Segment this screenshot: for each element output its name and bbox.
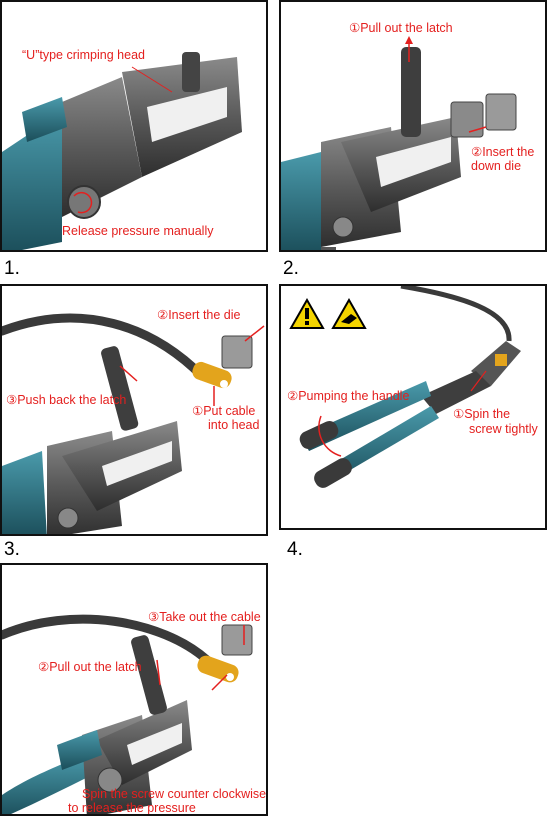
latch-pin xyxy=(101,346,139,431)
release-screw xyxy=(97,767,123,793)
arrow-insert-die xyxy=(244,325,265,342)
crimping-head-slot xyxy=(376,137,451,187)
step-1-illustration xyxy=(2,52,242,250)
arrow-pull-latch xyxy=(156,659,161,686)
release-screw xyxy=(57,507,79,529)
label-release-pressure: to release the pressure xyxy=(68,801,196,815)
leader-line-head xyxy=(131,66,173,93)
die-piece xyxy=(221,335,253,369)
die-piece xyxy=(221,624,253,656)
label-pumping-handle: ②Pumping the handle xyxy=(287,389,410,403)
pump-arrow xyxy=(318,415,342,457)
tool-handle-base xyxy=(2,755,92,814)
tool-teal-cap xyxy=(57,730,102,770)
warning-triangle-icon xyxy=(289,297,325,329)
label-insert-die: ②Insert the die xyxy=(157,308,241,322)
cable xyxy=(2,614,212,665)
down-die-left xyxy=(450,101,484,138)
leader-line-screw xyxy=(470,370,487,392)
arrow-push-latch xyxy=(119,365,138,382)
crimping-head-slot xyxy=(102,441,172,486)
latch-pin-pulled xyxy=(401,47,421,137)
hand-crush-warning-icon xyxy=(331,297,367,329)
grip-lower xyxy=(314,458,352,488)
cable-lug xyxy=(495,354,507,366)
crimping-head-slot xyxy=(127,723,182,765)
label-down-die: down die xyxy=(471,159,522,173)
release-screw xyxy=(332,216,354,238)
label-take-out-cable: ③Take out the cable xyxy=(148,610,261,624)
label-spin-counter-clockwise: Spin the screw counter clockwise xyxy=(82,787,267,801)
label-put-cable: ①Put cable xyxy=(192,404,256,418)
step-3-illustration xyxy=(2,313,265,534)
step-3-number: 3. xyxy=(4,539,20,560)
step-4-panel: ②Pumping the handle ①Spin the screw tigh… xyxy=(279,284,547,530)
crimping-head-slot xyxy=(147,87,227,142)
latch-pin xyxy=(131,635,167,715)
tool-handle-base xyxy=(2,112,62,250)
label-into-head: into head xyxy=(208,418,260,432)
step-4-number: 4. xyxy=(287,539,303,560)
label-insert-the: ②Insert the xyxy=(471,145,535,159)
step-2-number: 2. xyxy=(283,258,299,279)
label-pull-latch: ①Pull out the latch xyxy=(349,21,453,35)
cable-lug xyxy=(197,655,239,683)
label-u-type-head: “U”type crimping head xyxy=(22,48,145,62)
tool-teal-cap xyxy=(22,97,67,142)
label-release-pressure: Release pressure manually xyxy=(62,224,214,238)
tool-handle-base xyxy=(281,152,321,250)
label-pull-latch: ②Pull out the latch xyxy=(38,660,142,674)
arrow-insert xyxy=(468,126,487,133)
cable xyxy=(400,286,512,342)
cable xyxy=(2,313,207,381)
release-screw xyxy=(67,185,101,219)
tool-handle-base xyxy=(2,451,47,534)
label-screw-tightly: screw tightly xyxy=(469,422,538,436)
step-1-panel: “U”type crimping head Release pressure m… xyxy=(0,0,268,252)
label-spin-the: ①Spin the xyxy=(453,407,511,421)
label-push-latch: ③Push back the latch xyxy=(6,393,127,407)
tool-cylinder-body xyxy=(62,77,142,217)
down-die-right xyxy=(485,93,517,131)
latch-pin xyxy=(182,52,200,92)
step-2-panel: ①Pull out the latch ②Insert the down die xyxy=(279,0,547,252)
step-5-illustration xyxy=(2,614,253,814)
tool-cylinder-body xyxy=(421,371,491,414)
rotation-arrow xyxy=(73,191,93,214)
step-2-illustration xyxy=(281,36,517,250)
step-1-number: 1. xyxy=(4,258,20,279)
step-3-panel: ②Insert the die ③Push back the latch ①Pu… xyxy=(0,284,268,536)
step-4-illustration xyxy=(289,286,521,488)
step-5-panel: ③Take out the cable ②Pull out the latch … xyxy=(0,563,268,816)
grip-upper xyxy=(299,421,339,449)
arrow-cable-out xyxy=(211,674,228,691)
